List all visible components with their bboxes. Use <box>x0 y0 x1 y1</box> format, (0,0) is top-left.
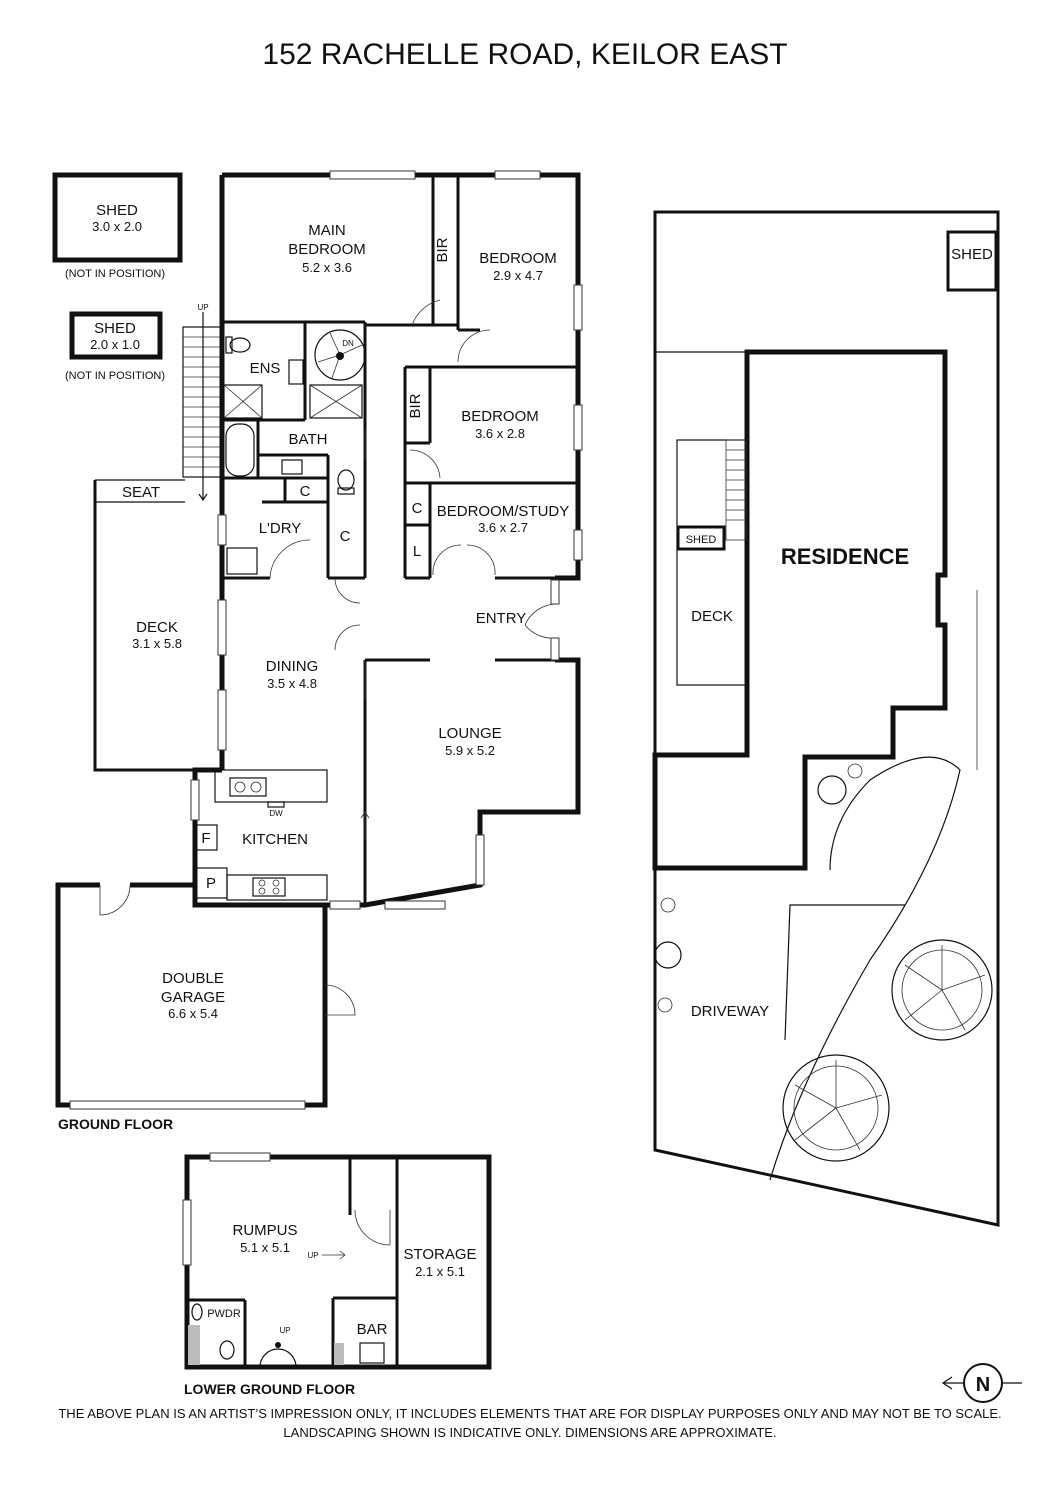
tree-icon <box>782 1054 890 1162</box>
compass-label: N <box>976 1374 990 1396</box>
disclaimer-line-1: THE ABOVE PLAN IS AN ARTIST’S IMPRESSION… <box>58 1406 1001 1421</box>
bedroom1-label: BEDROOM <box>479 250 557 267</box>
fridge-label: F <box>201 830 210 847</box>
site-shed-small-label: SHED <box>686 534 717 546</box>
rumpus-dims: 5.1 x 5.1 <box>240 1240 290 1255</box>
dishwasher-label: DW <box>269 809 283 818</box>
shed-large-label: SHED <box>96 202 138 219</box>
lower-ground-floor-plan: RUMPUS 5.1 x 5.1 UP STORAGE 2.1 x 5.1 BA… <box>182 1152 492 1397</box>
main-bedroom-label-1: MAIN <box>308 222 346 239</box>
ground-floor-label: GROUND FLOOR <box>58 1116 173 1132</box>
site-plan: SHED RESIDENCE SHED DECK DRIVEWAY <box>652 210 1000 1227</box>
bedroom1-dims: 2.9 x 4.7 <box>493 268 543 283</box>
shrub-icon <box>654 763 863 1013</box>
laundry-label: L'DRY <box>259 520 302 537</box>
shed-small: SHED 2.0 x 1.0 (NOT IN POSITION) <box>65 311 165 382</box>
pantry-label: P <box>206 875 216 892</box>
rumpus-up-label: UP <box>307 1251 318 1260</box>
disclaimer-line-2: LANDSCAPING SHOWN IS INDICATIVE ONLY. DI… <box>283 1425 776 1440</box>
linen-c-label: C <box>412 500 423 517</box>
lounge-label: LOUNGE <box>438 725 501 742</box>
tree-icon <box>891 939 993 1041</box>
cupboard-c2-label: C <box>340 528 351 545</box>
entry-label: ENTRY <box>476 610 527 627</box>
ground-floor-plan: UP SEAT DECK 3.1 x 5.8 <box>55 170 583 1132</box>
driveway-label: DRIVEWAY <box>691 1003 769 1020</box>
shed-small-note: (NOT IN POSITION) <box>65 370 165 382</box>
stairs-up-label: UP <box>197 303 208 312</box>
shed-large-dims: 3.0 x 2.0 <box>92 219 142 234</box>
garage-label-1: DOUBLE <box>162 970 224 987</box>
cupboard-c1-label: C <box>300 483 311 500</box>
shed-large-note: (NOT IN POSITION) <box>65 268 165 280</box>
residence-label: RESIDENCE <box>781 544 909 569</box>
bir-bedroom2-label: BIR <box>407 393 424 418</box>
dining-label: DINING <box>266 658 319 675</box>
bar-label: BAR <box>357 1321 388 1338</box>
lower-ground-floor-label: LOWER GROUND FLOOR <box>184 1381 355 1397</box>
garage-dims: 6.6 x 5.4 <box>168 1006 218 1021</box>
kitchen-label: KITCHEN <box>242 831 308 848</box>
storage-dims: 2.1 x 5.1 <box>415 1264 465 1279</box>
bedroom2-dims: 3.6 x 2.8 <box>475 426 525 441</box>
deck-dims: 3.1 x 5.8 <box>132 636 182 651</box>
main-bedroom-label-2: BEDROOM <box>288 241 366 258</box>
shed-small-label: SHED <box>94 320 136 337</box>
page-title: 152 RACHELLE ROAD, KEILOR EAST <box>262 38 787 71</box>
linen-l-label: L <box>413 543 421 560</box>
deck-label: DECK <box>136 619 178 636</box>
rumpus-label: RUMPUS <box>232 1222 297 1239</box>
external-stairs: UP <box>182 303 222 502</box>
storage-label: STORAGE <box>403 1246 476 1263</box>
north-arrow-icon: N <box>941 1363 1022 1403</box>
seat-label: SEAT <box>122 484 160 501</box>
shed-large: SHED 3.0 x 2.0 (NOT IN POSITION) <box>52 172 183 280</box>
site-shed-label: SHED <box>951 246 993 263</box>
site-deck-label: DECK <box>691 608 733 625</box>
ens-label: ENS <box>250 360 281 377</box>
lower-up-label: UP <box>279 1326 290 1335</box>
lounge-dims: 5.9 x 5.2 <box>445 743 495 758</box>
bedroom2-label: BEDROOM <box>461 408 539 425</box>
spiral-dn-label: DN <box>342 339 354 348</box>
main-bedroom-dims: 5.2 x 3.6 <box>302 260 352 275</box>
bath-label: BATH <box>289 431 328 448</box>
pwdr-label: PWDR <box>207 1308 241 1320</box>
study-label: BEDROOM/STUDY <box>437 503 570 520</box>
dining-dims: 3.5 x 4.8 <box>267 676 317 691</box>
bir-main-label: BIR <box>434 237 451 262</box>
garage-label-2: GARAGE <box>161 989 225 1006</box>
study-dims: 3.6 x 2.7 <box>478 520 528 535</box>
shed-small-dims: 2.0 x 1.0 <box>90 337 140 352</box>
